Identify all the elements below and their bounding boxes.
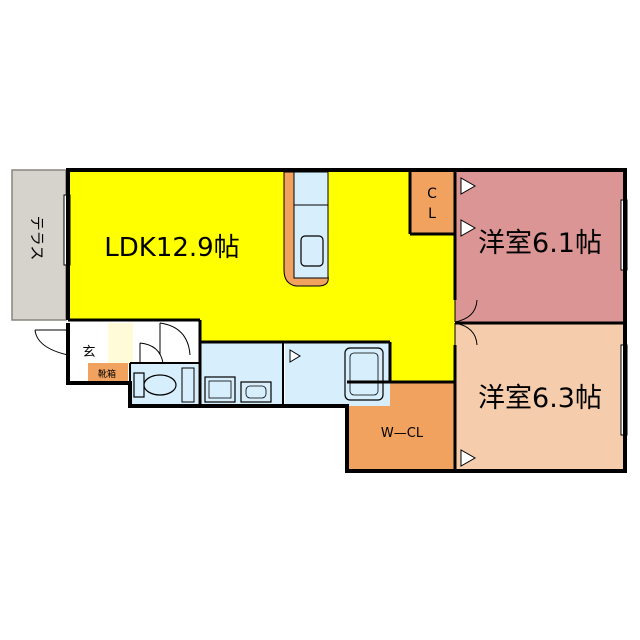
- western1-door-swing: [454, 299, 478, 323]
- western-room-1: [455, 170, 625, 323]
- entrance-label: 玄: [82, 345, 95, 360]
- western1-label: 洋室6.1帖: [478, 228, 602, 259]
- toilet-bowl: [143, 374, 177, 396]
- toilet-door-swing: [139, 342, 164, 364]
- washbasin: [240, 381, 272, 403]
- ldk-room: [68, 170, 455, 382]
- kitchen-sink: [300, 235, 324, 267]
- terrace-label: テラス: [28, 216, 46, 261]
- hall-door-swing: [159, 322, 191, 356]
- bathtub: [344, 347, 384, 401]
- closet-l-label: L: [428, 206, 436, 222]
- walk-in-closet-label: W—CL: [381, 426, 424, 441]
- walls: [66, 168, 627, 473]
- western2-label: 洋室6.3帖: [478, 383, 602, 414]
- washing-machine-inner: [208, 380, 232, 399]
- western-room-2: [455, 323, 625, 471]
- ldk-label: LDK12.9帖: [104, 233, 239, 263]
- terrace-area: [11, 169, 67, 321]
- shoe-box: [88, 363, 128, 383]
- entrance-step: [108, 323, 133, 368]
- shoe-box-label: 靴箱: [98, 368, 116, 380]
- closet-door-marker: [460, 177, 477, 195]
- western2-door-marker: [460, 449, 477, 467]
- washbasin-bowl: [245, 385, 267, 399]
- closet-cl: [410, 170, 455, 234]
- toilet-handwash: [181, 367, 195, 403]
- entrance-door-swing: [34, 329, 69, 356]
- toilet-tank: [133, 372, 145, 398]
- bath-door-marker: [289, 349, 301, 363]
- closet-c-label: C: [427, 186, 437, 202]
- bathtub-inner: [349, 352, 379, 396]
- western1-door-marker-top: [460, 219, 477, 237]
